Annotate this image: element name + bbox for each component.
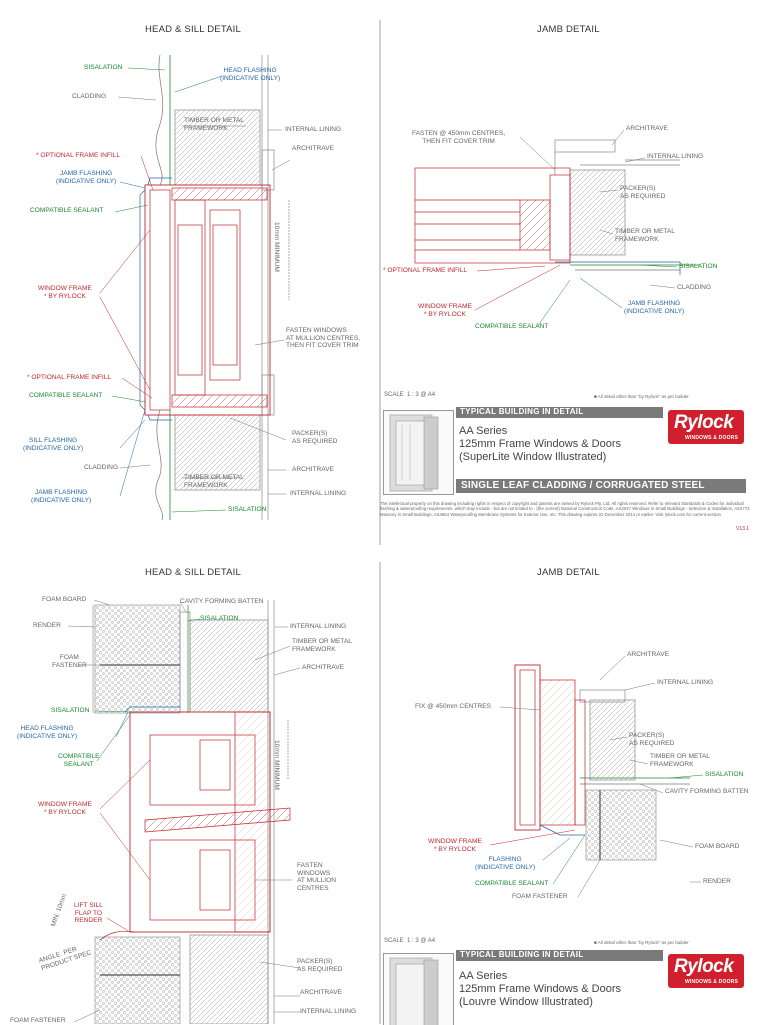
label-architrave-sill: ARCHITRAVE bbox=[292, 466, 335, 473]
window-section-thumbnail-b bbox=[383, 953, 454, 1025]
label-sisalation-sill: SISALATION bbox=[228, 506, 267, 513]
typical-building-banner: TYPICAL BUILDING IN DETAIL bbox=[456, 407, 663, 418]
label-fasten-windows-b: FASTEN WINDOWS AT MULLION CENTRES bbox=[297, 862, 336, 892]
label-compatible-sealant-jamb: COMPATIBLE SEALANT bbox=[475, 323, 549, 330]
label-foam-fastener-jb: FOAM FASTENER bbox=[512, 893, 568, 900]
window-section-thumbnail bbox=[383, 410, 454, 495]
typical-building-banner-b: TYPICAL BUILDING IN DETAIL bbox=[456, 950, 663, 961]
label-internal-lining-jb: INTERNAL LINING bbox=[657, 679, 714, 686]
label-flashing-jb: FLASHING (INDICATIVE ONLY) bbox=[475, 856, 536, 871]
rylock-logo-sub: WINDOWS & DOORS bbox=[685, 435, 738, 441]
label-timber-jamb: TIMBER OR METAL FRAMEWORK bbox=[615, 228, 675, 243]
label-optional-frame-infill: * OPTIONAL FRAME INFILL bbox=[36, 152, 121, 159]
series-description-b: AA Series 125mm Frame Windows & Doors (L… bbox=[459, 970, 621, 1009]
label-architrave-jb: ARCHITRAVE bbox=[627, 651, 670, 658]
label-render-jb: RENDER bbox=[703, 878, 731, 885]
label-jamb-flashing-jamb: JAMB FLASHING (INDICATIVE ONLY) bbox=[624, 300, 685, 315]
builder-note: ■ All detail other than "by Rylock" as p… bbox=[594, 394, 689, 399]
label-sisalation-b: SISALATION bbox=[200, 615, 239, 622]
scale-note-b: SCALE 1 : 3 @ A4 bbox=[384, 938, 436, 944]
label-foam-board-jb: FOAM BOARD bbox=[695, 843, 740, 850]
rylock-logo-text: Rylock bbox=[674, 412, 734, 433]
label-10mm-minimum: 10mm MINIMUM bbox=[273, 222, 280, 272]
label-compatible-sealant-jb: COMPATIBLE SEALANT bbox=[475, 880, 549, 887]
rylock-logo-b-sub: WINDOWS & DOORS bbox=[685, 979, 738, 985]
label-internal-lining-b2: INTERNAL LINING bbox=[300, 1008, 357, 1015]
jamb-drawing-bottom bbox=[514, 664, 690, 861]
label-foam-board: FOAM BOARD bbox=[42, 596, 87, 603]
label-foam-fastener: FOAM FASTENER bbox=[52, 654, 87, 669]
label-fix-450: FIX @ 450mm CENTRES bbox=[415, 703, 491, 710]
rylock-logo: Rylock WINDOWS & DOORS bbox=[668, 410, 744, 444]
label-head-flashing: HEAD FLASHING (INDICATIVE ONLY) bbox=[220, 67, 281, 82]
label-architrave-b2: ARCHITRAVE bbox=[300, 989, 343, 996]
head-sill-title-bottom: HEAD & SILL DETAIL bbox=[145, 567, 241, 578]
label-architrave-b: ARCHITRAVE bbox=[302, 664, 345, 671]
label-internal-lining-b: INTERNAL LINING bbox=[290, 623, 347, 630]
label-fasten-450: FASTEN @ 450mm CENTRES, THEN FIT COVER T… bbox=[412, 130, 506, 145]
label-render: RENDER bbox=[33, 622, 61, 629]
copyright-notice: The intellectual property on this drawin… bbox=[380, 501, 750, 517]
label-10mm-minimum-b: 10mm MINIMUM bbox=[273, 740, 280, 790]
head-sill-title-top: HEAD & SILL DETAIL bbox=[145, 24, 241, 35]
version-number: V13.1 bbox=[736, 526, 750, 532]
label-cavity-batten-jb: CAVITY FORMING BATTEN bbox=[665, 788, 749, 795]
builder-note-text: All detail other than "by Rylock" as per… bbox=[597, 394, 689, 399]
label-compatible-sealant-sill: COMPATIBLE SEALANT bbox=[29, 392, 103, 399]
label-cladding-jamb: CLADDING bbox=[677, 284, 712, 291]
label-timber-framework: TIMBER OR METAL FRAMEWORK bbox=[184, 117, 244, 132]
label-jamb-flashing-sill: JAMB FLASHING (INDICATIVE ONLY) bbox=[31, 489, 92, 504]
label-compatible-sealant: COMPATIBLE SEALANT bbox=[30, 207, 104, 214]
label-packers-b: PACKER(S) AS REQUIRED bbox=[297, 958, 343, 973]
label-timber-b: TIMBER OR METAL FRAMEWORK bbox=[292, 638, 352, 653]
label-sisalation-jb: SISALATION bbox=[705, 771, 744, 778]
jamb-drawing-top bbox=[414, 139, 700, 275]
label-sisalation-jamb: SISALATION bbox=[679, 263, 718, 270]
label-cavity-forming-batten: CAVITY FORMING BATTEN bbox=[180, 598, 264, 605]
label-compatible-sealant-b: COMPATIBLE SEALANT bbox=[58, 753, 100, 768]
label-internal-lining-sill: INTERNAL LINING bbox=[290, 490, 347, 497]
label-internal-lining: INTERNAL LINING bbox=[285, 126, 342, 133]
label-fasten-windows: FASTEN WINDOWS AT MULLION CENTRES, THEN … bbox=[286, 327, 361, 350]
label-optional-frame-infill-sill: * OPTIONAL FRAME INFILL bbox=[27, 374, 112, 381]
builder-note-b-text: All detail other than "by Rylock" as per… bbox=[597, 940, 689, 945]
series-description: AA Series 125mm Frame Windows & Doors (S… bbox=[459, 425, 621, 464]
label-window-frame: WINDOW FRAME * BY RYLOCK bbox=[38, 285, 92, 300]
label-architrave-jamb: ARCHITRAVE bbox=[626, 125, 669, 132]
builder-note-b: ■ All detail other than "by Rylock" as p… bbox=[594, 940, 689, 945]
rylock-logo-b: Rylock WINDOWS & DOORS bbox=[668, 954, 744, 988]
label-cladding-sill: CLADDING bbox=[84, 464, 119, 471]
label-lift-sill-flap: LIFT SILL FLAP TO RENDER bbox=[74, 902, 103, 925]
label-internal-lining-jamb: INTERNAL LINING bbox=[647, 153, 704, 160]
label-packers-jb: PACKER(S) AS REQUIRED bbox=[629, 732, 675, 747]
head-sill-drawing-top bbox=[139, 54, 290, 521]
label-head-flashing-b: HEAD FLASHING (INDICATIVE ONLY) bbox=[17, 725, 78, 740]
label-sill-flashing: SILL FLASHING (INDICATIVE ONLY) bbox=[23, 437, 84, 452]
label-window-frame-b: WINDOW FRAME * BY RYLOCK bbox=[38, 801, 92, 816]
label-cladding: CLADDING bbox=[72, 93, 107, 100]
head-sill-drawing-bottom bbox=[92, 600, 291, 1024]
jamb-title-bottom: JAMB DETAIL bbox=[537, 567, 600, 578]
label-architrave: ARCHITRAVE bbox=[292, 145, 335, 152]
label-window-frame-jb: WINDOW FRAME * BY RYLOCK bbox=[428, 838, 482, 853]
rylock-logo-b-text: Rylock bbox=[674, 956, 734, 977]
label-sisalation: SISALATION bbox=[84, 64, 123, 71]
label-jamb-flashing: JAMB FLASHING (INDICATIVE ONLY) bbox=[56, 170, 117, 185]
label-foam-fastener-b: FOAM FASTENER bbox=[10, 1017, 66, 1024]
scale-note: SCALE 1 : 3 @ A4 bbox=[384, 392, 436, 398]
cladding-type-bar: SINGLE LEAF CLADDING / CORRUGATED STEEL bbox=[456, 479, 746, 493]
label-timber-jb: TIMBER OR METAL FRAMEWORK bbox=[650, 753, 710, 768]
label-sisalation-b2: SISALATION bbox=[51, 707, 90, 714]
label-window-frame-jamb: WINDOW FRAME * BY RYLOCK bbox=[418, 303, 472, 318]
label-packers: PACKER(S) AS REQUIRED bbox=[292, 430, 338, 445]
jamb-title-top: JAMB DETAIL bbox=[537, 24, 600, 35]
label-timber-framework-sill: TIMBER OR METAL FRAMEWORK bbox=[184, 474, 244, 489]
label-packers-jamb: PACKER(S) AS REQUIRED bbox=[620, 185, 666, 200]
label-optional-infill-jamb: * OPTIONAL FRAME INFILL bbox=[383, 267, 468, 274]
